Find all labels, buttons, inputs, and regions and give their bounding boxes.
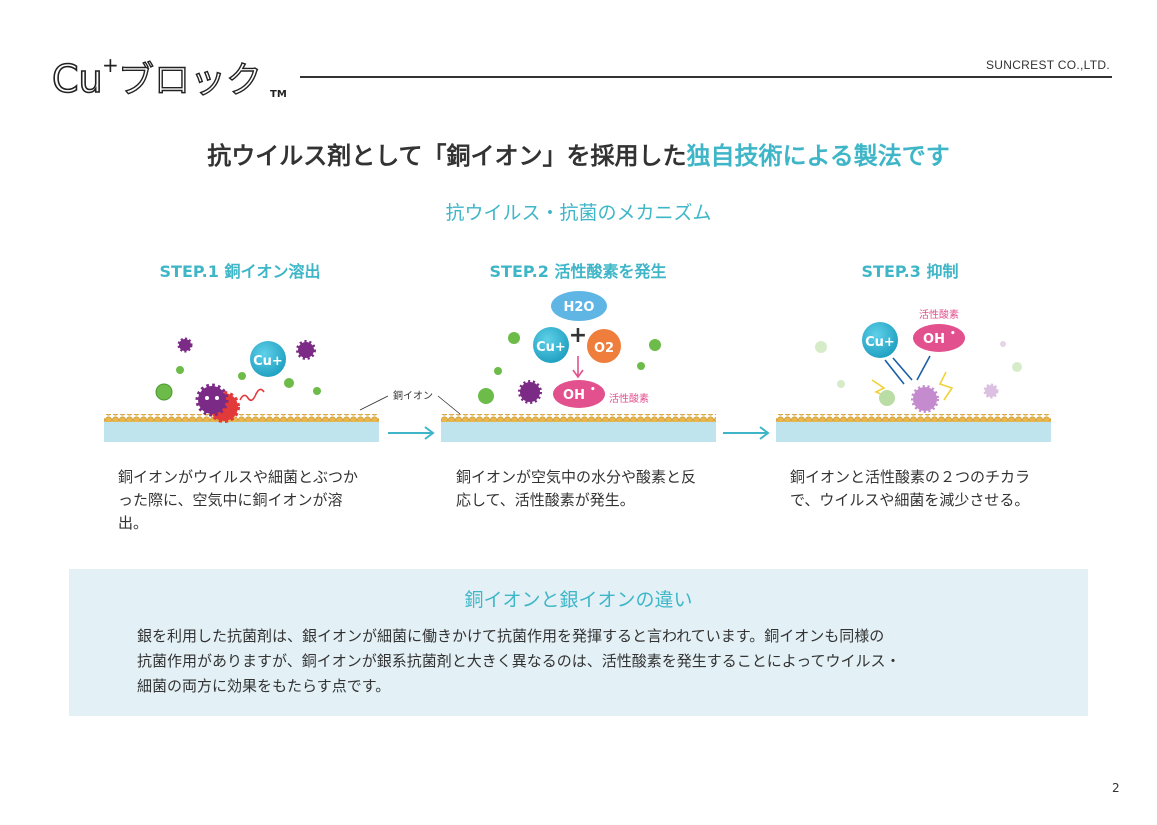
active-oxygen-label: 活性酸素 [609,392,649,405]
weakened-virus-icon [1000,341,1006,347]
difference-line: 細菌の両方に効果をもたらす点です。 [137,677,391,695]
headline-main: 抗ウイルス剤として「銅イオン」を採用した [207,142,687,170]
weakened-bacteria-icon [879,390,895,406]
weakened-bacteria-icon [837,380,845,388]
step3-surface [776,414,1051,442]
bacteria-icon [155,383,173,401]
virus-impact-icon [195,383,240,423]
weakened-virus-icon [983,383,999,399]
logo-katakana: ブロック [118,60,262,101]
difference-line: 抗菌作用がありますが、銅イオンが銀系抗菌剤と大きく異なるのは、活性酸素を発生する… [137,652,901,670]
active-oxygen-icon: OH • [553,380,605,408]
bacteria-icon [313,387,321,395]
oh-label: OH [923,332,945,347]
headline-highlight: 独自技術による製法です [686,142,950,170]
bacteria-icon [494,367,502,375]
header-rule [300,76,1112,78]
cu-ion-label: Cu+ [253,354,283,369]
difference-text: 銀を利用した抗菌剤は、銀イオンが細菌に働きかけて抗菌作用を発揮すると言われていま… [137,624,1037,699]
attack-arrows [884,355,931,385]
copper-release-wave [239,388,265,402]
bacteria-icon [176,366,184,374]
cu-ion-icon: Cu+ [250,341,286,377]
logo-brand: Cu [52,57,103,101]
oh-label: OH [563,388,585,403]
step3-title: STEP.3 抑制 [861,262,959,281]
arrow-right-icon [723,426,770,440]
mechanism-title: 抗ウイルス・抗菌のメカニズム [445,202,712,224]
step1-title: STEP.1 銅イオン溶出 [159,262,321,281]
company-name: SUNCREST CO.,LTD. [985,58,1110,72]
step1-surface [104,414,379,442]
difference-title: 銅イオンと銀イオンの違い [464,589,693,611]
arrow-right-icon [388,426,435,440]
bacteria-icon [649,339,661,351]
bacteria-icon [238,372,246,380]
h2o-molecule: H2O [551,291,607,321]
virus-icon [518,380,542,404]
oh-dot: • [950,329,956,339]
mechanism-illustration: 銅イオン Cu+ H2O + Cu+ O2 OH • [104,291,1051,442]
virus-icon [296,340,316,360]
step2-title: STEP.2 活性酸素を発生 [489,262,667,281]
o2-molecule: O2 [587,329,621,363]
plus-sign: + [569,323,587,348]
cu-ion-icon: Cu+ [533,327,569,363]
virus-icon [177,337,193,353]
headline: 抗ウイルス剤として「銅イオン」を採用した独自技術による製法です [0,136,1157,171]
copper-ion-callout: 銅イオン [359,389,461,415]
weakened-bacteria-icon [815,341,827,353]
active-oxygen-icon: OH • [913,324,965,352]
o2-label: O2 [594,341,614,356]
arrow-down-icon [572,356,584,379]
weakened-virus-icon [911,385,939,413]
weakened-bacteria-icon [1012,362,1022,372]
step2-surface [441,414,716,442]
copper-ion-label: 銅イオン [393,389,433,402]
oh-dot: • [590,385,596,395]
step3-text: 銅イオンと活性酸素の２つのチカラで、ウイルスや細菌を減少させる。 [790,468,1031,509]
bacteria-icon [284,378,294,388]
cu-ion-label: Cu+ [865,335,895,350]
bacteria-icon [637,362,645,370]
cu-block-logo: Cu + ブロック TM [52,53,287,102]
cu-ion-label: Cu+ [536,340,566,355]
cu-ion-icon: Cu+ [862,322,898,358]
page-number: 2 [1112,781,1120,795]
bacteria-icon [508,332,520,344]
bacteria-icon [478,388,494,404]
h2o-label: H2O [564,300,595,315]
active-oxygen-label: 活性酸素 [919,308,959,321]
step1-text: 銅イオンがウイルスや細菌とぶつかった際に、空気中に銅イオンが溶出。 [118,468,359,532]
difference-line: 銀を利用した抗菌剤は、銀イオンが細菌に働きかけて抗菌作用を発揮すると言われていま… [137,627,885,645]
step2-text: 銅イオンが空気中の水分や酸素と反応して、活性酸素が発生。 [456,468,697,509]
difference-box [69,569,1088,716]
logo-tm: TM [270,89,287,100]
logo-sup: + [102,53,119,77]
